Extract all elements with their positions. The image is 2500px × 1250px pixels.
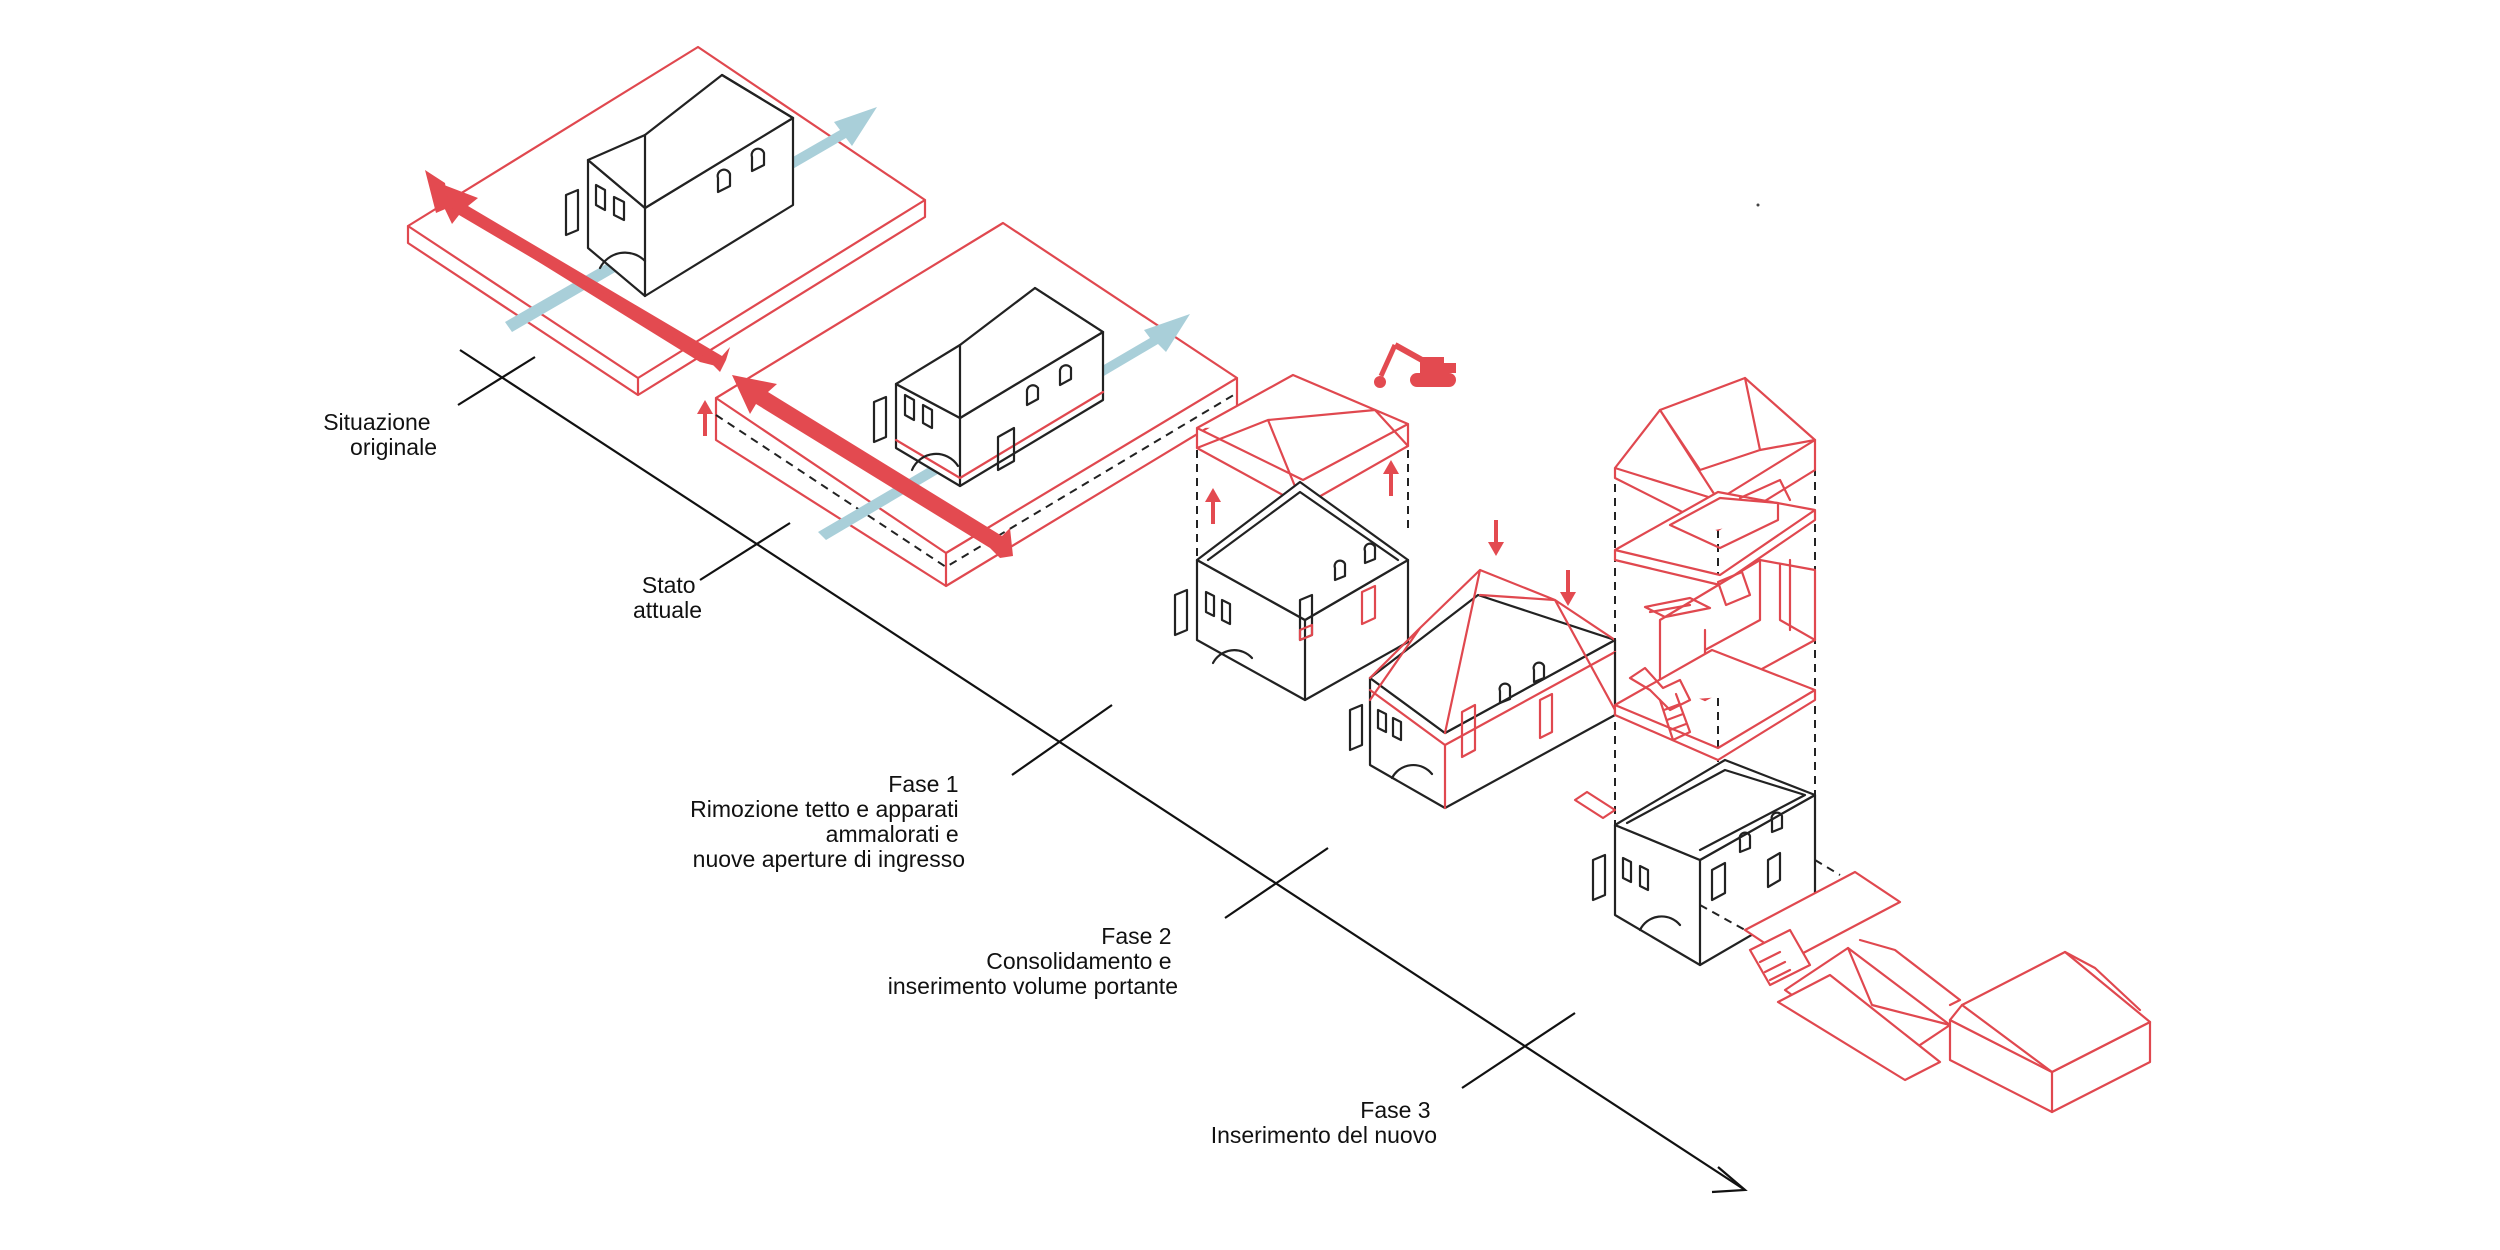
tick-original [457,356,536,406]
label-line: inserimento volume portante [888,973,1178,999]
dot-mark [1756,203,1760,207]
label-line: Fase 1 [888,771,958,797]
arrow-head-icon [1711,1166,1748,1194]
up-arrow-icon [1205,488,1221,524]
ground-plate [714,221,1239,588]
scene-fase-2 [1348,520,1617,810]
house-fase-1 [1173,480,1410,702]
down-arrow-icon [1560,570,1576,606]
up-arrow-icon [1383,460,1399,496]
house-fase-2 [1348,568,1617,810]
timeline-axis [459,349,1746,1191]
tick-phase-2 [1224,847,1329,919]
timeline [457,349,1748,1194]
label-fase-2: Fase 2 Consolidamento e inserimento volu… [888,923,1178,999]
label-line: Stato [642,572,696,598]
down-arrow-icon [1488,520,1504,556]
scene-stato-attuale [697,221,1239,588]
label-line: Fase 2 [1101,923,1171,949]
label-line: Inserimento del nuovo [1211,1122,1437,1148]
label-fase-1: Fase 1 Rimozione tetto e apparati ammalo… [690,771,965,872]
label-line: Rimozione tetto e apparati [690,796,959,822]
scene-fase-3 [1573,376,2152,1114]
ground-plate [406,45,927,397]
label-line: Situazione [323,409,430,435]
label-fase-3: Fase 3 Inserimento del nuovo [1211,1097,1437,1148]
label-line: Fase 3 [1360,1097,1430,1123]
label-line: originale [350,434,437,460]
red-double-arrow [732,375,1013,558]
label-line: ammalorati e [826,821,959,847]
tick-phase-3 [1461,1012,1576,1089]
house-original [564,73,795,298]
label-situazione-originale: Situazione originale [323,409,437,460]
annex-volume [1948,950,2152,1114]
red-double-arrow [425,170,730,372]
scene-fase-1 [1173,342,1456,702]
label-line: attuale [633,597,702,623]
house-actual [872,286,1105,488]
up-arrow-icon [697,400,713,436]
label-line: nuove aperture di ingresso [693,846,965,872]
small-element [1573,790,1617,820]
lower-floor [1613,648,1817,762]
tick-phase-1 [1011,704,1113,776]
label-line: Consolidamento e [986,948,1171,974]
label-stato-attuale: Stato attuale [633,572,702,623]
excavator-icon [1374,342,1456,388]
ground-piece-base [1776,973,1942,1082]
scene-situazione-originale [406,45,927,397]
tick-actual [699,522,791,581]
